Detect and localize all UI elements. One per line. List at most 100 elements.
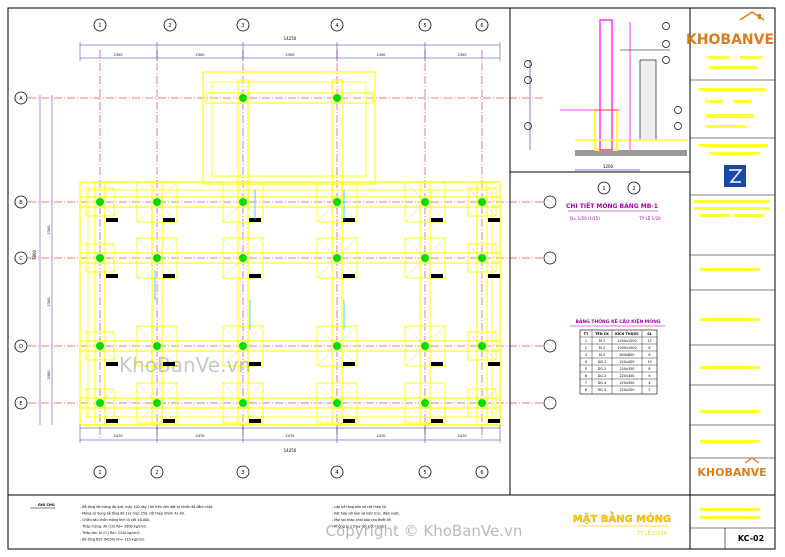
note-line: - Chiều sâu chôn móng tính từ cốt ±0.000… (80, 518, 150, 522)
grid-bubble-top (93, 18, 107, 32)
title-block-logo-text: KHOBANVE (697, 466, 766, 479)
footing-pad (222, 237, 264, 279)
footing-pad (316, 325, 358, 367)
note-line: - Lớp bê tông bảo vệ cốt thép 50. (332, 505, 387, 509)
schedule-cell: DG-2 (598, 367, 607, 371)
schedule-cell: 220x300 (620, 374, 635, 378)
schedule-cell: 1000x1000 (617, 346, 636, 350)
drawing-scale: TỶ LỆ 1/100 (636, 529, 667, 537)
footing-pad (404, 181, 446, 223)
left-total-dim: 7800 (32, 249, 37, 260)
schedule-cell: 6 (648, 374, 650, 378)
grid-bubble-left (14, 91, 28, 105)
schedule-cell: M-1 (599, 339, 605, 343)
grid-bubble-bottom-label: 4 (335, 470, 338, 476)
footing-pad (404, 325, 446, 367)
schedule-cell: M-2 (599, 346, 605, 350)
grid-bubble-top-label: 2 (168, 23, 171, 29)
column-dot (239, 342, 247, 350)
footing-tag (163, 362, 175, 366)
note-line: - Móng sử dụng bê tông đá 1x2 mác 250, c… (80, 512, 185, 516)
schedule-header-cell: TÊN CK (595, 331, 609, 336)
grid-bubble-top-label: 5 (423, 23, 426, 29)
schedule-cell: 8 (648, 367, 650, 371)
grid-bubble-top-label: 6 (480, 23, 483, 29)
schedule-cell: 8 (585, 388, 587, 392)
khobanve-logo: KHOBANVE (686, 11, 774, 48)
column-dot (96, 254, 104, 262)
schedule-cell: DG-4 (598, 381, 607, 385)
column-dot (421, 399, 429, 407)
detail-scale-left: Đ= 1/20 (1/15) (570, 216, 601, 221)
annex-outline (202, 71, 376, 185)
grid-bubble-left-label: A (19, 96, 23, 102)
grid-bubble-left-label: D (19, 344, 23, 350)
column-dot (478, 198, 486, 206)
footing-pad (222, 382, 264, 424)
bottom-dim-text: 2470 (377, 434, 386, 438)
grid-bubble-top (236, 18, 250, 32)
column-dot (96, 198, 104, 206)
grid-bubble-bottom (93, 465, 107, 479)
left-dim-text: 2300 (47, 226, 51, 235)
detail-grid-2: 2 (632, 186, 635, 192)
footing-tag (431, 419, 443, 423)
schedule-cell: M-3 (599, 353, 605, 357)
footing-tag (106, 274, 118, 278)
bottom-dim-text: 2470 (286, 434, 295, 438)
schedule-cell: 2 (648, 388, 650, 392)
column-dot (153, 254, 161, 262)
grid-bubble-left-label: C (19, 256, 23, 262)
footing-pad (404, 237, 446, 279)
footing-tag (163, 218, 175, 222)
schedule-cell: 8 (648, 346, 650, 350)
grid-bubble-top (163, 18, 177, 32)
footing-pad (136, 382, 178, 424)
footing-tag (488, 274, 500, 278)
sheet-code: KC-02 (738, 534, 764, 543)
top-dim-text: 2300 (377, 53, 386, 57)
footing-pad (136, 325, 178, 367)
column-dot (421, 342, 429, 350)
top-dim-text: 2300 (196, 53, 205, 57)
plan-outline (79, 181, 501, 426)
detail-width-dim: 1200 (603, 164, 614, 169)
foundation-columns (96, 94, 486, 407)
top-dim-text: 2300 (458, 53, 467, 57)
column-dot (239, 254, 247, 262)
column-dot (239, 399, 247, 407)
footing-tag (343, 419, 355, 423)
footing-tag (431, 218, 443, 222)
column-dot (239, 94, 247, 102)
grid-bubble-top (330, 18, 344, 32)
footing-pad (222, 181, 264, 223)
column-dot (333, 399, 341, 407)
top-dim-text: 2300 (286, 53, 295, 57)
column-dot (421, 198, 429, 206)
watermark-center: KhoBanVe.vn (119, 353, 251, 377)
schedule-cell: 220x350 (620, 367, 635, 371)
footing-tag (106, 362, 118, 366)
annex-inner (211, 81, 367, 177)
beam-strip (205, 92, 373, 104)
grid-bubble-left-label: B (19, 200, 23, 206)
grid-bubble-bottom-label: 3 (241, 470, 244, 476)
grid-bubble-bottom-label: 1 (98, 470, 101, 476)
note-line: - Không tự ý thay đổi kích thước. (332, 524, 386, 529)
top-dim-text: 2300 (114, 53, 123, 57)
grid-bubble-bottom (418, 465, 432, 479)
column-dot (153, 399, 161, 407)
grid-bubble-left-label: E (19, 401, 22, 407)
grid-bubble-bottom-label: 2 (155, 470, 158, 476)
grid-bubble-bottom-label: 6 (480, 470, 483, 476)
schedule-cell: 220x300 (620, 381, 635, 385)
column-dot (153, 198, 161, 206)
footing-tag (488, 362, 500, 366)
footing-pad (85, 331, 115, 361)
note-line: - Kết hợp với bản vẽ kiến trúc, điện nướ… (332, 512, 400, 516)
title-block: KHOBANVE KHOBANV (686, 11, 775, 549)
schedule-header-cell: TT (584, 332, 589, 336)
